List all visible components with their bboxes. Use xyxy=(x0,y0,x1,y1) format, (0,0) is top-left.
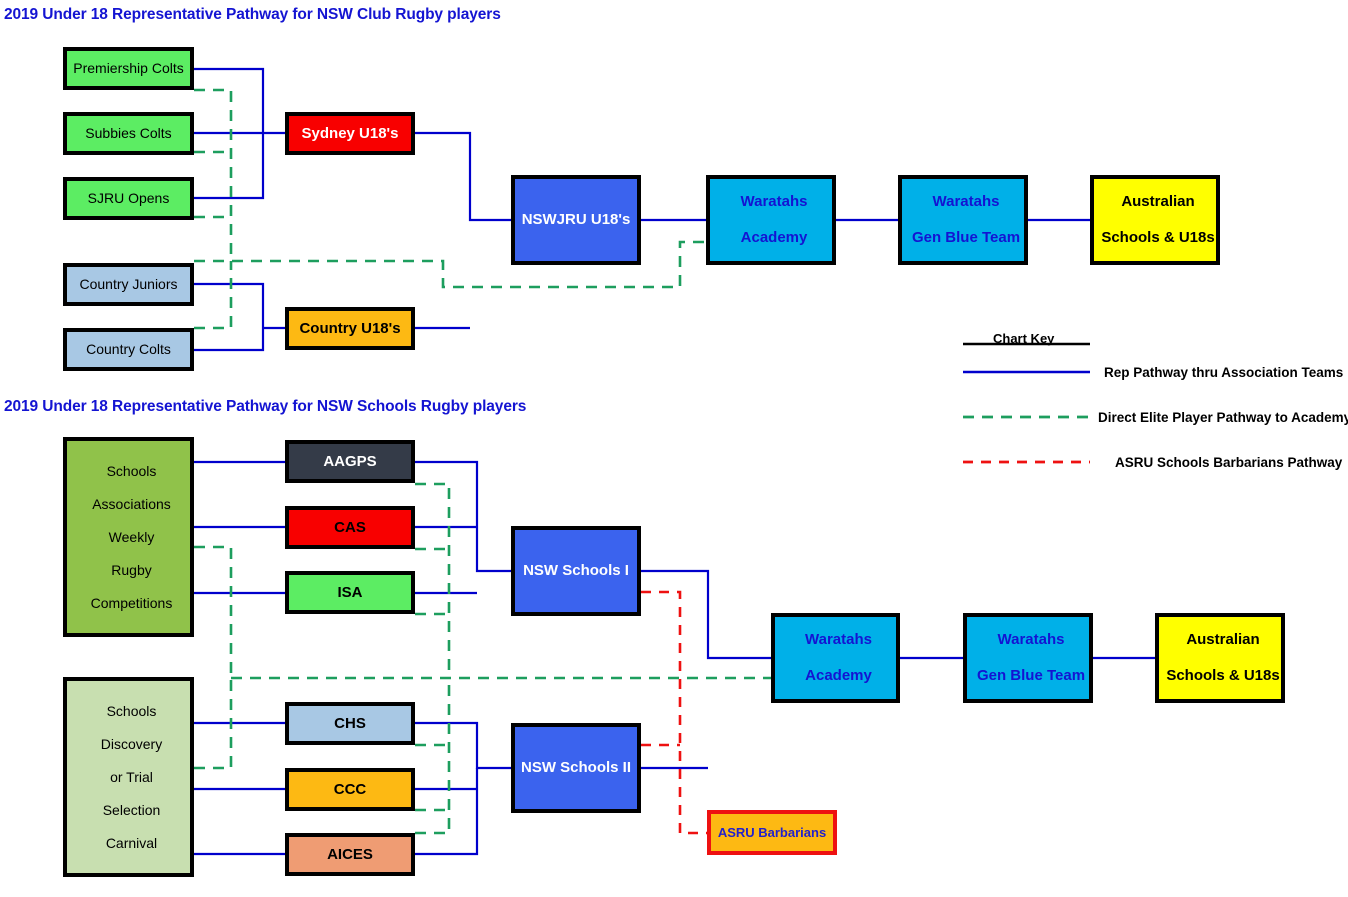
schools-elite-pathway-lines xyxy=(194,482,771,835)
node-nsw-schools-ii[interactable]: NSW Schools II xyxy=(511,723,641,813)
node-label: Sydney U18's xyxy=(301,124,399,142)
node-label-line2: Discovery xyxy=(100,735,163,752)
node-asru-barbarians[interactable]: ASRU Barbarians xyxy=(707,810,837,855)
club-section-title: 2019 Under 18 Representative Pathway for… xyxy=(4,6,501,23)
node-label-line1: Waratahs xyxy=(997,631,1065,649)
node-nsw-schools-i[interactable]: NSW Schools I xyxy=(511,526,641,616)
node-country-u18s[interactable]: Country U18's xyxy=(285,307,415,350)
chart-key-sample-lines xyxy=(963,342,1090,464)
node-label: NSW Schools II xyxy=(520,759,631,777)
node-label: Waratahs Gen Blue Team xyxy=(967,631,1089,684)
node-label-line4: Selection xyxy=(102,801,161,818)
node-sjru-opens[interactable]: SJRU Opens xyxy=(63,177,194,220)
node-label: Schools Discovery or Trial Selection Car… xyxy=(67,703,190,852)
node-label: Australian Schools & U18s xyxy=(1094,193,1216,246)
node-label: Waratahs Academy xyxy=(775,631,896,684)
node-label: Country Colts xyxy=(86,341,171,358)
node-label-line1: Waratahs xyxy=(932,193,1000,211)
node-label: Subbies Colts xyxy=(85,125,172,142)
node-label-line2: Academy xyxy=(805,666,872,684)
node-label: AICES xyxy=(327,845,373,863)
node-schools-associations-weekly-competitions[interactable]: Schools Associations Weekly Rugby Compet… xyxy=(63,437,194,637)
node-label-line5: Competitions xyxy=(90,594,173,611)
node-label-line2: Schools & U18s xyxy=(1166,666,1280,684)
node-country-colts[interactable]: Country Colts xyxy=(63,328,194,371)
node-label: Waratahs Academy xyxy=(710,193,832,246)
node-label-line2: Academy xyxy=(740,228,808,246)
node-aices[interactable]: AICES xyxy=(285,833,415,876)
node-waratahs-academy-schools[interactable]: Waratahs Academy xyxy=(771,613,900,703)
node-label-line1: Waratahs xyxy=(805,631,872,649)
node-label: Premiership Colts xyxy=(73,60,184,77)
node-sydney-u18s[interactable]: Sydney U18's xyxy=(285,112,415,155)
node-label-line2: Associations xyxy=(92,495,171,512)
node-premiership-colts[interactable]: Premiership Colts xyxy=(63,47,194,90)
node-label: CAS xyxy=(334,518,366,536)
node-label-line1: Schools xyxy=(106,702,157,719)
node-chs[interactable]: CHS xyxy=(285,702,415,745)
barbarians-pathway-lines xyxy=(641,590,707,835)
schools-section-title: 2019 Under 18 Representative Pathway for… xyxy=(4,398,527,415)
node-label: ISA xyxy=(337,583,363,601)
node-label: NSWJRU U18's xyxy=(521,211,631,229)
node-waratahs-academy-club[interactable]: Waratahs Academy xyxy=(706,175,836,265)
node-label: Country Juniors xyxy=(79,276,178,293)
node-label: CHS xyxy=(334,714,366,732)
node-label-line1: Waratahs xyxy=(740,193,808,211)
node-label-line1: Schools xyxy=(106,462,157,479)
node-subbies-colts[interactable]: Subbies Colts xyxy=(63,112,194,155)
chart-key-title: Chart Key xyxy=(993,331,1055,346)
node-country-juniors[interactable]: Country Juniors xyxy=(63,263,194,306)
node-label: CCC xyxy=(333,780,367,798)
node-label: Waratahs Gen Blue Team xyxy=(902,193,1024,246)
chart-key-label-barbarians-pathway: ASRU Schools Barbarians Pathway xyxy=(1115,455,1343,470)
node-label-line3: or Trial xyxy=(110,768,153,785)
node-cas[interactable]: CAS xyxy=(285,506,415,549)
node-aagps[interactable]: AAGPS xyxy=(285,440,415,483)
node-waratahs-gen-blue-club[interactable]: Waratahs Gen Blue Team xyxy=(898,175,1028,265)
node-label-line1: Australian xyxy=(1121,193,1195,211)
node-label: AAGPS xyxy=(323,452,377,470)
node-waratahs-gen-blue-schools[interactable]: Waratahs Gen Blue Team xyxy=(963,613,1093,703)
node-ccc[interactable]: CCC xyxy=(285,768,415,811)
node-label: Schools Associations Weekly Rugby Compet… xyxy=(67,463,190,612)
node-label: Country U18's xyxy=(299,319,401,337)
node-label-line2: Schools & U18s xyxy=(1101,228,1215,246)
node-label-line2: Gen Blue Team xyxy=(976,666,1086,684)
node-label: NSW Schools I xyxy=(523,562,629,580)
chart-key-label-rep-pathway: Rep Pathway thru Association Teams xyxy=(1104,365,1344,380)
node-label-line2: Gen Blue Team xyxy=(911,228,1021,246)
node-label: Australian Schools & U18s xyxy=(1159,631,1281,684)
node-australian-schools-u18s-schools[interactable]: Australian Schools & U18s xyxy=(1155,613,1285,703)
node-label-line4: Rugby xyxy=(111,561,152,578)
node-label-line5: Carnival xyxy=(105,834,158,851)
chart-key-label-elite-pathway: Direct Elite Player Pathway to Academy xyxy=(1098,410,1348,425)
node-label-line3: Weekly xyxy=(108,528,155,545)
node-label-line1: Australian xyxy=(1186,631,1260,649)
node-nswjru-u18s[interactable]: NSWJRU U18's xyxy=(511,175,641,265)
node-label: SJRU Opens xyxy=(87,190,170,207)
node-label: ASRU Barbarians xyxy=(717,824,827,840)
node-australian-schools-u18s-club[interactable]: Australian Schools & U18s xyxy=(1090,175,1220,265)
node-schools-discovery-trial-carnival[interactable]: Schools Discovery or Trial Selection Car… xyxy=(63,677,194,877)
node-isa[interactable]: ISA xyxy=(285,571,415,614)
